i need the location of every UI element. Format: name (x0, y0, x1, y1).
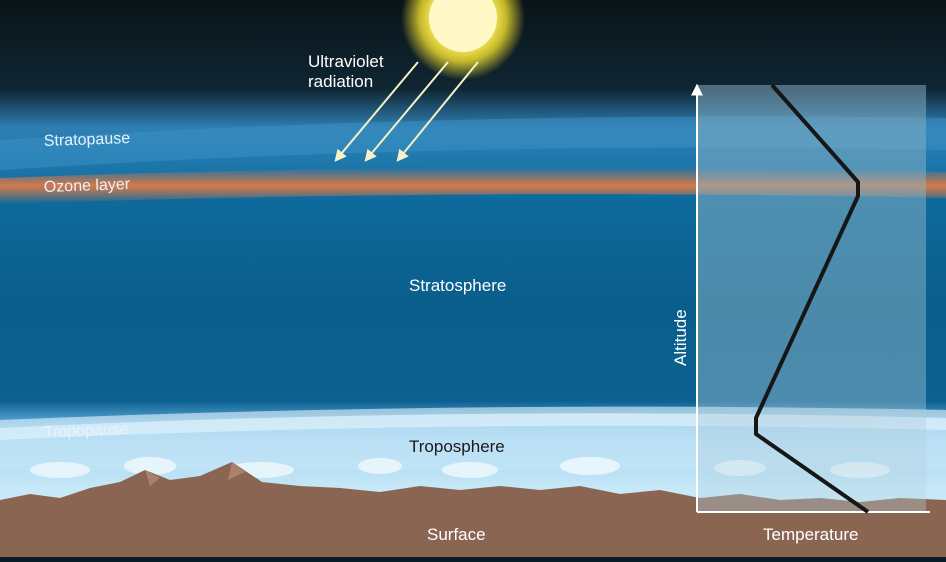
ozone-layer-label: Ozone layer (44, 176, 131, 196)
sun-core (429, 0, 497, 52)
stratopause-label: Stratopause (44, 130, 131, 150)
surface-terrain (0, 462, 946, 557)
temperature-axis-label: Temperature (763, 525, 858, 544)
stratosphere-label: Stratosphere (409, 276, 506, 295)
mountain-highlights (145, 462, 245, 486)
tropopause-label: Tropopause (44, 421, 129, 441)
uv-arrow-2 (364, 61, 449, 162)
troposphere-label: Troposphere (409, 437, 505, 456)
ultraviolet-label-line1: Ultraviolet (308, 52, 384, 71)
ultraviolet-label-line2: radiation (308, 72, 373, 91)
uv-arrow-1 (334, 61, 419, 162)
surface-label: Surface (427, 525, 486, 544)
uv-arrow-3 (396, 61, 479, 162)
altitude-axis-label: Altitude (671, 309, 690, 366)
temperature-profile-line (754, 83, 870, 514)
uv-arrows (334, 61, 479, 162)
